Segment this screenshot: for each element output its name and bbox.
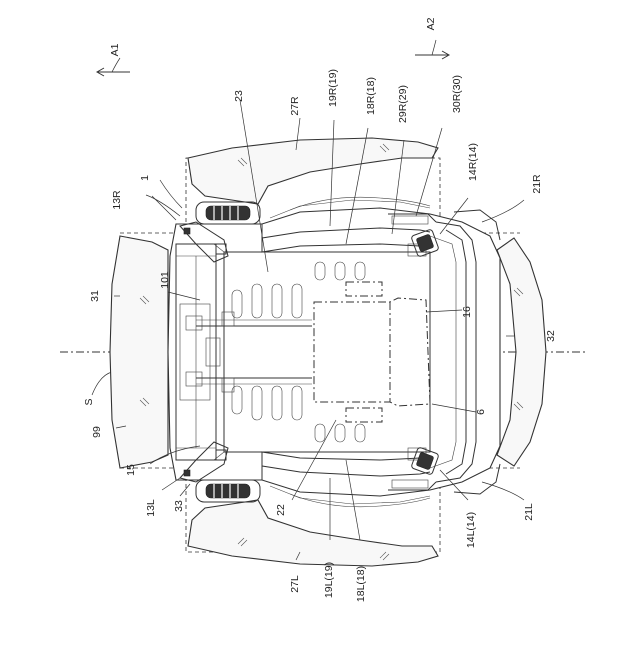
label-33: 33 [173, 500, 185, 512]
door-panel-27l [188, 500, 438, 566]
arrow-a2 [415, 40, 449, 59]
label-13l: 13L [145, 499, 157, 517]
label-13r: 13R [111, 190, 123, 210]
label-16: 16 [461, 306, 473, 318]
arrow-a1 [97, 58, 130, 76]
label-99: 99 [91, 426, 103, 438]
label-31: 31 [89, 290, 101, 302]
label-19r: 19R(19) [327, 69, 339, 107]
label-23: 23 [233, 90, 245, 102]
label-30r: 30R(30) [451, 75, 463, 113]
label-29r: 29R(29) [397, 85, 409, 123]
label-27r: 27R [289, 96, 301, 116]
label-a2: A2 [425, 17, 437, 30]
label-18l: 18L(18) [355, 566, 367, 602]
label-21l: 21L [523, 503, 535, 521]
label-15: 15 [125, 464, 137, 476]
label-a1: A1 [109, 43, 121, 56]
door-panel-27r [188, 138, 438, 204]
label-32: 32 [545, 330, 557, 342]
label-18r: 18R(18) [365, 77, 377, 115]
label-27l: 27L [289, 575, 301, 593]
vehicle-body [168, 208, 500, 496]
label-s: S [83, 398, 95, 405]
front-panel-31 [110, 236, 168, 468]
label-21r: 21R [531, 174, 543, 194]
label-14r: 14R(14) [467, 143, 479, 181]
label-1: 1 [139, 175, 151, 181]
label-101: 101 [159, 271, 171, 289]
label-22: 22 [275, 504, 287, 516]
label-6: 6 [475, 409, 487, 415]
label-14l: 14L(14) [465, 512, 477, 548]
grille-bottom [196, 480, 260, 502]
label-19l: 19L(19) [323, 562, 335, 598]
grille-top [196, 202, 260, 224]
